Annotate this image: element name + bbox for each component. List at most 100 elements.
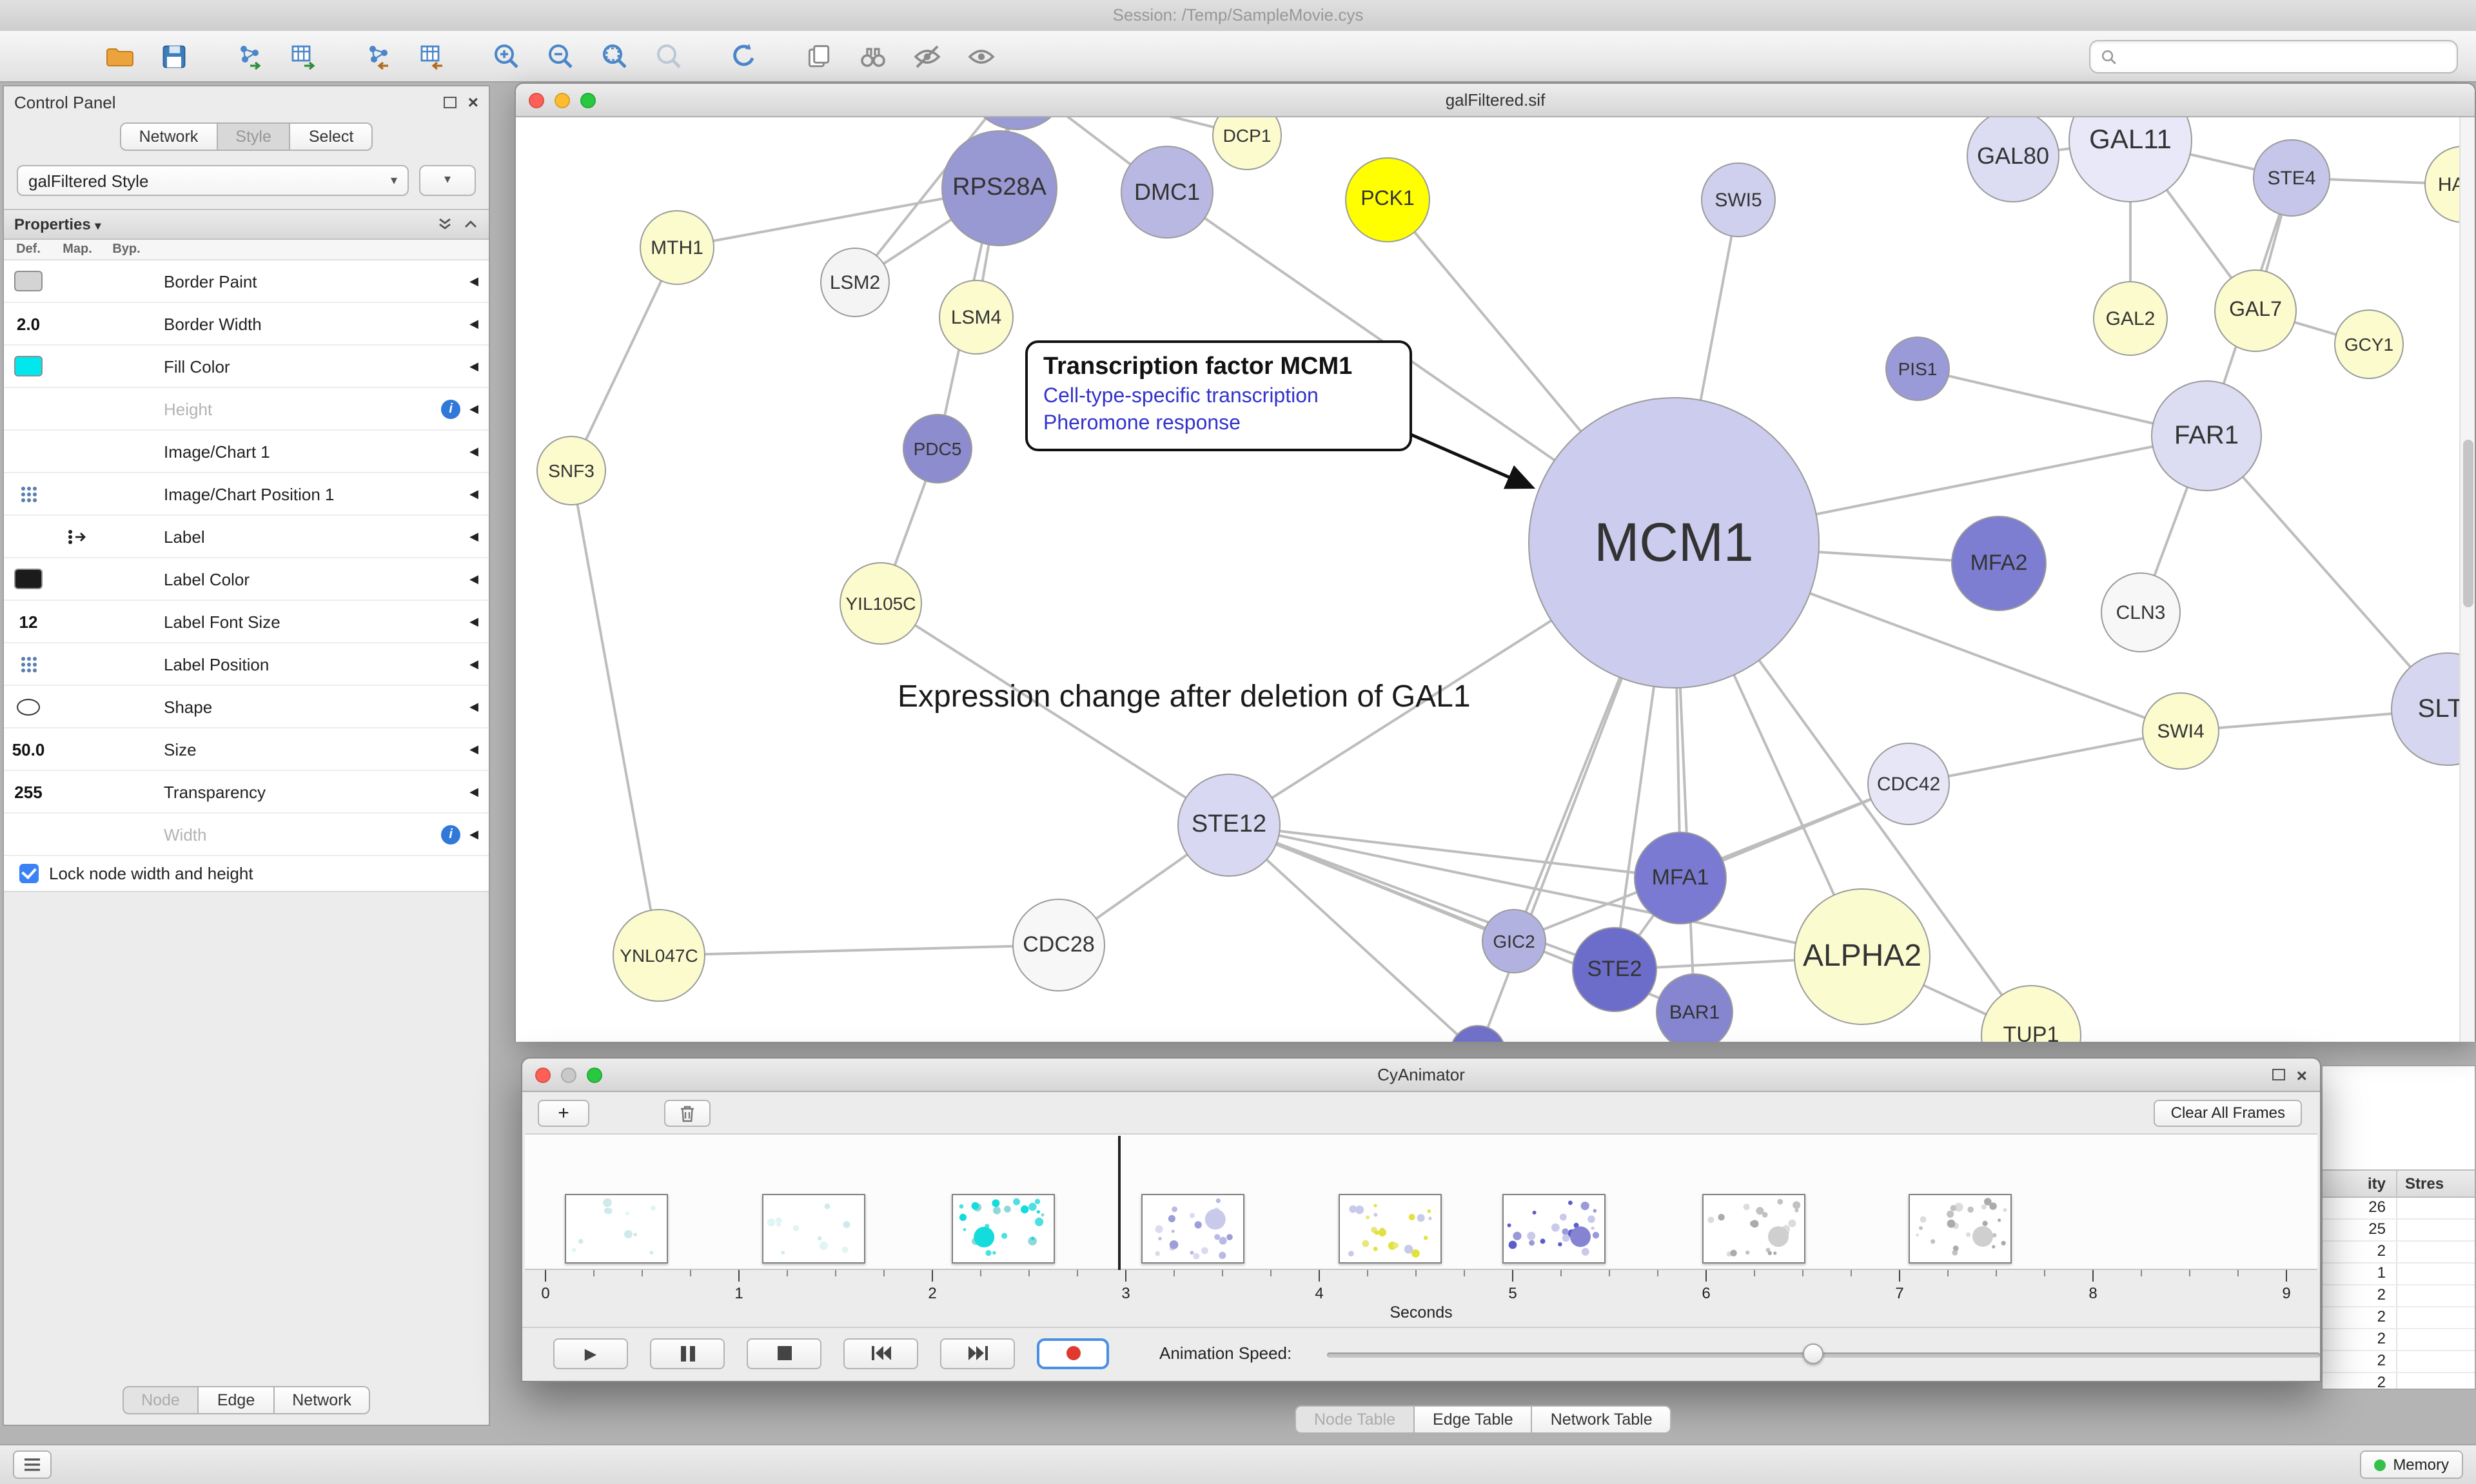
table-row[interactable]: 2 — [2323, 1285, 2475, 1307]
import-network-button[interactable] — [230, 37, 268, 75]
zoom-out-button[interactable] — [542, 37, 580, 75]
timeline-frame-2[interactable] — [761, 1194, 865, 1264]
expand-arrow-icon[interactable]: ◀ — [469, 699, 478, 712]
network-node-mfa1[interactable]: MFA1 — [1634, 832, 1727, 924]
hide-details-button[interactable] — [908, 37, 947, 75]
expand-arrow-icon[interactable]: ◀ — [469, 572, 478, 585]
close-panel-icon[interactable]: × — [2296, 1064, 2307, 1085]
network-node-top[interactable] — [966, 117, 1069, 130]
expand-arrow-icon[interactable]: ◀ — [469, 359, 478, 372]
tab-network-table[interactable]: Network Table — [1532, 1405, 1672, 1434]
network-node-bar1[interactable]: BAR1 — [1656, 973, 1733, 1042]
network-node-pck1[interactable]: PCK1 — [1345, 157, 1430, 242]
animation-speed-slider[interactable] — [1326, 1340, 2320, 1366]
network-node-swi5[interactable]: SWI5 — [1701, 162, 1776, 237]
network-node-bot[interactable] — [1449, 1025, 1506, 1042]
tab-network[interactable]: Network — [119, 122, 218, 151]
table-row[interactable]: 2 — [2323, 1373, 2475, 1389]
network-node-dcp1[interactable]: DCP1 — [1212, 117, 1282, 170]
duplicate-view-button[interactable] — [800, 37, 838, 75]
skip-to-end-button[interactable] — [940, 1338, 1015, 1369]
skip-to-start-button[interactable] — [843, 1338, 918, 1369]
tab-edge-table[interactable]: Edge Table — [1415, 1405, 1533, 1434]
scrollbar-thumb[interactable] — [2463, 440, 2473, 607]
network-node-gal11[interactable]: GAL11 — [2068, 117, 2192, 202]
network-node-pis1[interactable]: PIS1 — [1885, 337, 1950, 401]
network-node-gal7[interactable]: GAL7 — [2214, 269, 2297, 352]
network-node-mcm1[interactable]: MCM1 — [1528, 397, 1820, 688]
memory-button[interactable]: Memory — [2359, 1450, 2463, 1479]
clear-all-frames-button[interactable]: Clear All Frames — [2154, 1099, 2302, 1126]
float-panel-icon[interactable] — [2272, 1069, 2285, 1080]
table-row[interactable]: 1 — [2323, 1264, 2475, 1285]
network-node-rps28a[interactable]: RPS28A — [941, 130, 1057, 246]
property-row-fill-color[interactable]: Fill Color◀ — [4, 346, 489, 388]
first-neighbors-button[interactable] — [854, 37, 892, 75]
network-node-ste2[interactable]: STE2 — [1572, 927, 1657, 1012]
property-row-border-paint[interactable]: Border Paint◀ — [4, 260, 489, 303]
property-row-image-chart-1[interactable]: Image/Chart 1◀ — [4, 431, 489, 473]
property-row-shape[interactable]: Shape◀ — [4, 686, 489, 728]
network-node-ynl047c[interactable]: YNL047C — [613, 909, 705, 1002]
maximize-window-icon[interactable] — [580, 92, 596, 108]
timeline-frame-7[interactable] — [1702, 1194, 1805, 1264]
column-header-stress[interactable]: Stres — [2405, 1175, 2444, 1193]
vertical-scrollbar[interactable] — [2459, 117, 2475, 1042]
network-node-mth1[interactable]: MTH1 — [640, 210, 714, 285]
network-node-snf3[interactable]: SNF3 — [536, 436, 606, 505]
tab-node-table[interactable]: Node Table — [1295, 1405, 1415, 1434]
network-node-cln3[interactable]: CLN3 — [2101, 572, 2181, 652]
info-icon[interactable]: i — [441, 825, 461, 844]
panel-toggle-button[interactable] — [13, 1450, 52, 1479]
tab-select[interactable]: Select — [290, 122, 373, 151]
network-node-far1[interactable]: FAR1 — [2151, 380, 2262, 491]
network-node-tup1[interactable]: TUP1 — [1981, 985, 2081, 1042]
expand-arrow-icon[interactable]: ◀ — [469, 317, 478, 329]
minimize-window-icon[interactable] — [555, 92, 570, 108]
network-node-swi4[interactable]: SWI4 — [2142, 692, 2219, 770]
property-row-label-color[interactable]: Label Color◀ — [4, 558, 489, 601]
table-row[interactable]: 2 — [2323, 1329, 2475, 1351]
property-row-image-chart-position-1[interactable]: Image/Chart Position 1◀ — [4, 473, 489, 516]
expand-arrow-icon[interactable]: ◀ — [469, 785, 478, 797]
expand-arrow-icon[interactable]: ◀ — [469, 742, 478, 755]
style-target-tab-edge[interactable]: Edge — [199, 1386, 275, 1414]
network-node-alpha2[interactable]: ALPHA2 — [1794, 888, 1931, 1025]
cyanimator-titlebar[interactable]: CyAnimator × — [522, 1059, 2320, 1092]
network-node-ste12[interactable]: STE12 — [1177, 774, 1281, 877]
search-input[interactable] — [2125, 47, 2446, 66]
minimize-window-icon[interactable] — [561, 1067, 576, 1082]
expand-arrow-icon[interactable]: ◀ — [469, 827, 478, 840]
show-details-button[interactable] — [962, 37, 1001, 75]
network-window-titlebar[interactable]: galFiltered.sif — [516, 84, 2475, 117]
lock-dimensions-checkbox[interactable]: Lock node width and height — [4, 856, 489, 892]
network-node-gal80[interactable]: GAL80 — [1967, 117, 2059, 202]
tab-style[interactable]: Style — [217, 122, 291, 151]
network-node-yil105c[interactable]: YIL105C — [840, 562, 922, 645]
stop-button[interactable] — [747, 1338, 821, 1369]
slider-thumb[interactable] — [1802, 1343, 1823, 1363]
style-selector-dropdown[interactable]: galFiltered Style ▾ — [17, 165, 409, 196]
network-node-ste4[interactable]: STE4 — [2253, 139, 2330, 217]
expand-arrow-icon[interactable]: ◀ — [469, 402, 478, 415]
zoom-fit-button[interactable] — [596, 37, 634, 75]
close-panel-icon[interactable]: × — [467, 92, 478, 112]
timeline-frame-3[interactable] — [951, 1194, 1054, 1264]
timeline-frame-5[interactable] — [1338, 1194, 1441, 1264]
expand-arrow-icon[interactable]: ◀ — [469, 444, 478, 457]
expand-arrow-icon[interactable]: ◀ — [469, 274, 478, 287]
network-node-cdc42[interactable]: CDC42 — [1867, 743, 1950, 825]
float-panel-icon[interactable] — [443, 96, 457, 108]
table-row[interactable]: 2 — [2323, 1307, 2475, 1329]
table-row[interactable]: 26 — [2323, 1198, 2475, 1220]
expand-arrow-icon[interactable]: ◀ — [469, 487, 478, 500]
collapse-icon[interactable] — [463, 217, 478, 232]
table-row[interactable]: 25 — [2323, 1220, 2475, 1242]
network-node-lsm4[interactable]: LSM4 — [939, 280, 1014, 355]
